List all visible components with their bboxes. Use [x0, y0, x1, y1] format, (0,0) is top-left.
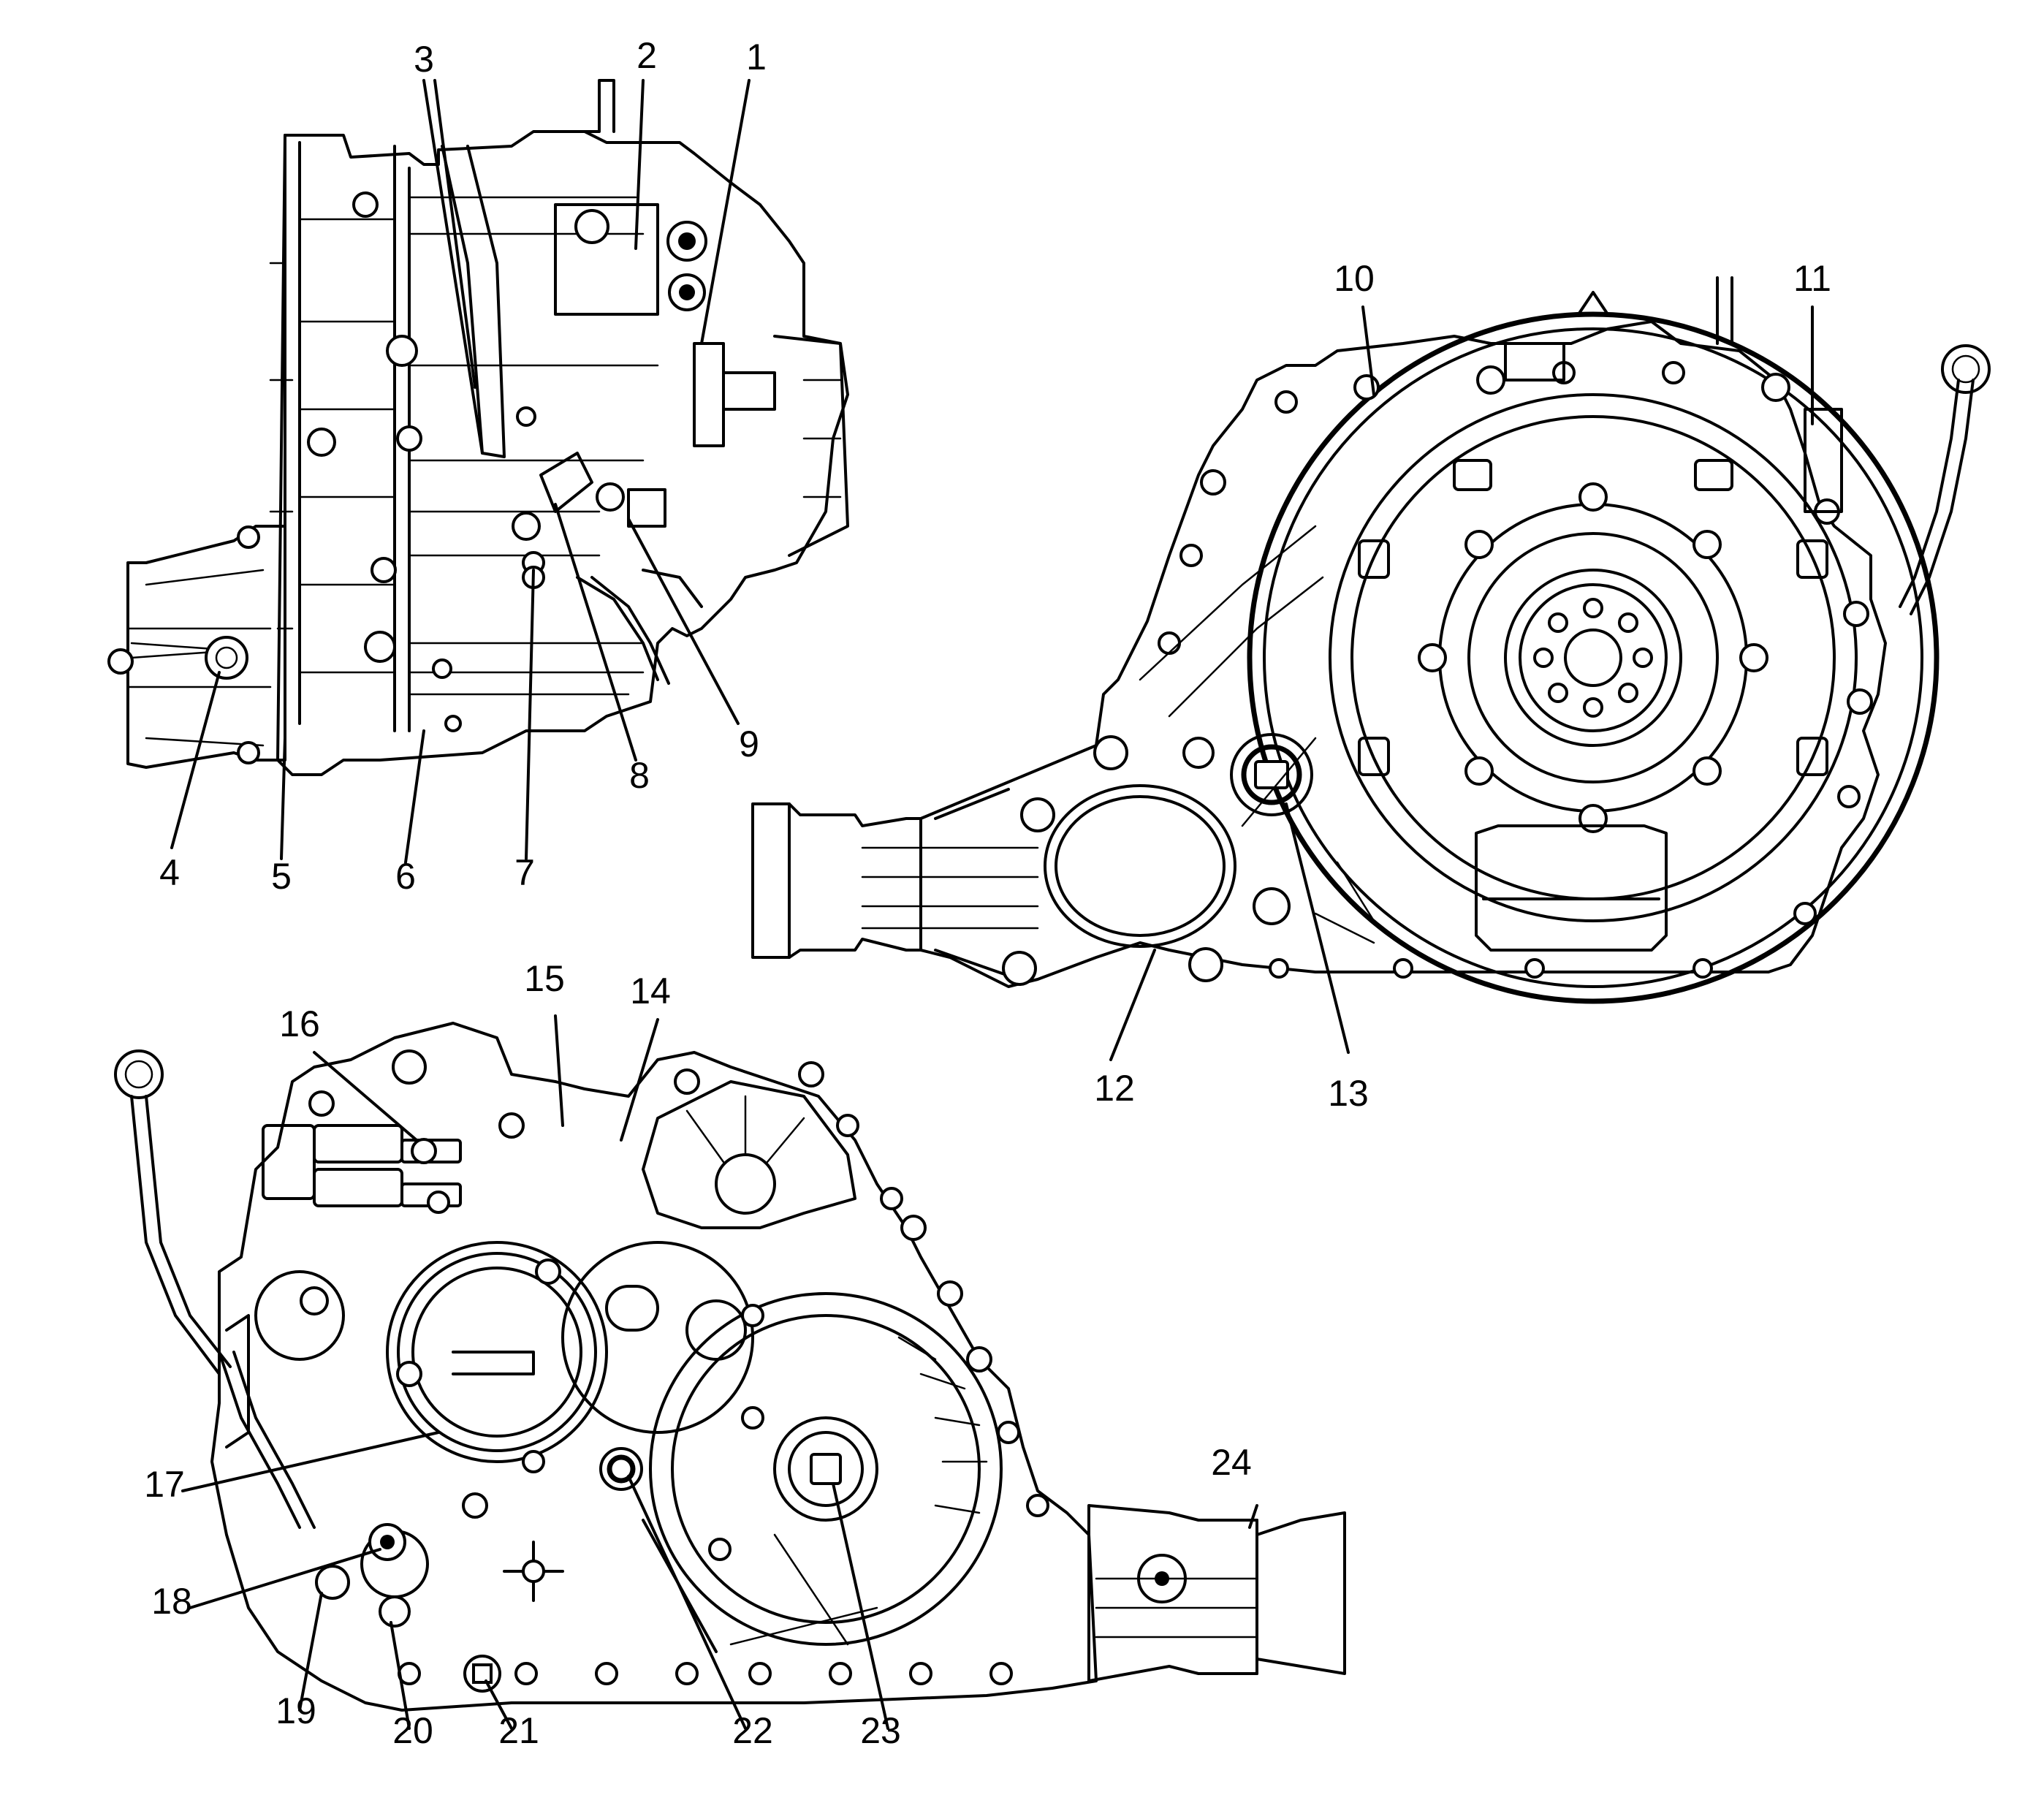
leader-3b: [433, 79, 476, 389]
leader-1: [700, 79, 751, 345]
leader-3: [422, 79, 484, 455]
callout-22: 22: [732, 1710, 773, 1751]
leader-21: [485, 1679, 513, 1730]
callout-7: 7: [514, 852, 535, 893]
leader-22: [627, 1475, 747, 1730]
callout-19: 19: [276, 1690, 316, 1731]
callout-15: 15: [524, 958, 565, 999]
callout-10: 10: [1334, 258, 1375, 299]
leader-14: [620, 1018, 659, 1142]
callout-23: 23: [860, 1710, 901, 1751]
leader-18: [189, 1548, 381, 1609]
leader-20: [390, 1621, 411, 1730]
leader-24: [1248, 1504, 1258, 1529]
leader-12: [1109, 949, 1156, 1061]
leader-6: [404, 729, 425, 864]
leader-9: [627, 517, 740, 725]
leader-16: [313, 1051, 418, 1142]
callout-20: 20: [392, 1710, 433, 1751]
callout-9: 9: [739, 724, 759, 764]
leader-10: [1361, 305, 1375, 396]
callout-14: 14: [630, 971, 671, 1011]
callout-1: 1: [746, 37, 767, 77]
callout-24: 24: [1211, 1442, 1252, 1483]
leader-lines: [170, 79, 1814, 1730]
transaxle-bellhousing-view: [751, 276, 1991, 1004]
callout-11: 11: [1793, 258, 1831, 299]
leader-17: [181, 1431, 440, 1492]
leader-4: [170, 671, 221, 849]
callout-16: 16: [279, 1003, 320, 1044]
callout-4: 4: [159, 852, 180, 893]
callout-5: 5: [271, 856, 292, 897]
callout-17: 17: [144, 1464, 185, 1505]
callout-21: 21: [498, 1710, 539, 1751]
transaxle-case-view: [114, 1022, 1346, 1712]
callout-18: 18: [151, 1581, 192, 1622]
callout-13: 13: [1328, 1073, 1369, 1114]
leader-5: [280, 737, 286, 860]
leader-23: [832, 1482, 889, 1730]
leader-15: [554, 1014, 564, 1127]
leader-7: [525, 569, 535, 860]
leader-19: [298, 1592, 323, 1712]
leader-22b: [642, 1519, 718, 1653]
transaxle-side-view: [107, 79, 849, 776]
leader-13: [1285, 802, 1350, 1054]
callout-8: 8: [629, 755, 650, 796]
callout-6: 6: [395, 856, 416, 897]
callout-2: 2: [637, 35, 657, 76]
leader-2: [634, 79, 645, 250]
callout-labels: 1 2 3 4 5 6 7 8 9 10 11 12 13 14 15 16 1…: [144, 35, 1831, 1751]
callout-3: 3: [414, 39, 434, 80]
leader-8: [554, 503, 637, 762]
callout-12: 12: [1094, 1068, 1135, 1109]
